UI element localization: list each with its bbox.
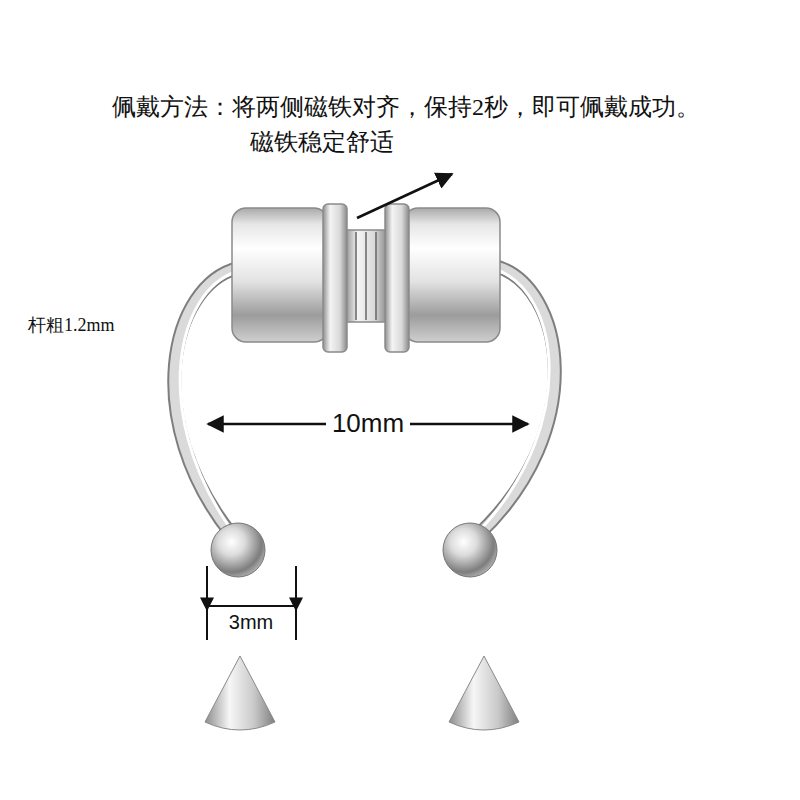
- wire-left-shine: [180, 272, 236, 525]
- pointer-arrow: [357, 174, 452, 218]
- dimension-line: [209, 605, 294, 607]
- groove: [365, 232, 367, 320]
- spike-end: [205, 656, 275, 730]
- dimension-3mm: [207, 566, 296, 640]
- magnet-clasp: [232, 204, 500, 352]
- magnet-core: [345, 230, 387, 322]
- wire-gauge-dimension: 杆粗1.2mm: [28, 315, 115, 336]
- width-dimension: 10mm: [326, 409, 410, 439]
- groove: [355, 232, 357, 320]
- dimension-arrow: [295, 566, 297, 610]
- spike-end: [449, 656, 519, 730]
- washer-left: [323, 204, 347, 352]
- ball-dimension: 3mm: [223, 611, 279, 634]
- feature-note: 磁铁稳定舒适: [250, 129, 394, 157]
- extension-line: [206, 566, 208, 640]
- extension-line: [295, 566, 297, 640]
- magnet-right: [404, 208, 500, 342]
- groove: [375, 232, 377, 320]
- washer-right: [385, 204, 409, 352]
- instruction-note: 佩戴方法：将两侧磁铁对齐，保持2秒，即可佩戴成功。: [112, 94, 700, 122]
- magnet-left: [232, 208, 328, 342]
- wire-left: [174, 268, 238, 535]
- wire-left-fill: [174, 268, 238, 535]
- ball-end: [443, 523, 497, 577]
- dimension-arrow: [206, 566, 208, 610]
- ball-end: [211, 523, 265, 577]
